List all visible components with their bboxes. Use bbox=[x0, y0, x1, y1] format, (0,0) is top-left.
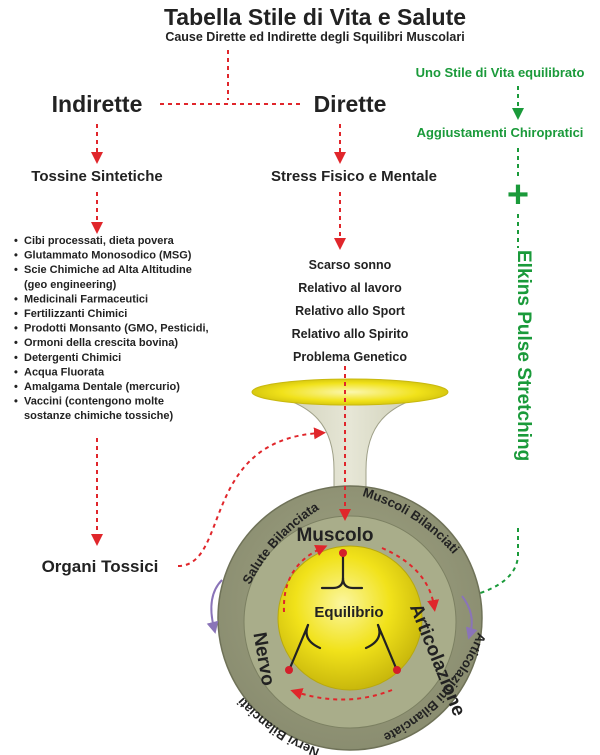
chiropractic-label: Aggiustamenti Chiropratici bbox=[417, 125, 584, 140]
toxin-bullet-4: • bbox=[14, 308, 18, 320]
toxin-bullet-3: • bbox=[14, 293, 18, 305]
node-muscle bbox=[339, 549, 347, 557]
toxin-item-5-line-0: Prodotti Monsanto (GMO, Pesticidi, bbox=[24, 323, 209, 335]
cycle-arrows bbox=[282, 544, 439, 701]
toxin-bullet-2: • bbox=[14, 264, 18, 276]
toxin-item-2-line-0: Scie Chimiche ad Alta Altitudine bbox=[24, 264, 192, 276]
stress-item-1: Relativo al lavoro bbox=[298, 281, 402, 295]
toxin-item-7-line-0: Detergenti Chimici bbox=[24, 352, 121, 364]
branch-indirect: Indirette bbox=[52, 91, 143, 117]
toxin-item-2-line-1: (geo engineering) bbox=[24, 279, 117, 291]
toxin-item-10-line-1: sostanze chimiche tossiche) bbox=[24, 410, 173, 422]
funnel-top bbox=[251, 378, 449, 406]
node-nerve bbox=[285, 666, 293, 674]
stress-item-2: Relativo allo Sport bbox=[295, 304, 406, 318]
top-connectors bbox=[160, 50, 300, 105]
toxin-item-4-line-0: Fertilizzanti Chimici bbox=[24, 308, 127, 320]
stress-item-3: Relativo allo Spirito bbox=[292, 327, 409, 341]
tri-spokes bbox=[288, 553, 398, 670]
branch-direct: Dirette bbox=[314, 91, 387, 117]
toxin-bullet-7: • bbox=[14, 352, 18, 364]
muscle-label: Muscolo bbox=[296, 525, 373, 546]
balanced-lifestyle-label: Uno Stile di Vita equilibrato bbox=[416, 65, 585, 80]
node-joint bbox=[393, 666, 401, 674]
toxins-heading: Tossine Sintetiche bbox=[31, 168, 162, 185]
toxin-item-0-line-0: Cibi processati, dieta povera bbox=[24, 235, 175, 247]
outer-cycle-arrows bbox=[206, 579, 478, 640]
stress-item-0: Scarso sonno bbox=[309, 258, 392, 272]
toxin-bullet-8: • bbox=[14, 366, 18, 378]
arrow-organs-into-funnel bbox=[177, 427, 326, 567]
plus-sign: + bbox=[507, 174, 529, 216]
toxin-bullet-6: • bbox=[14, 337, 18, 349]
balance-label: Equilibrio bbox=[314, 604, 383, 621]
toxin-item-8-line-0: Acqua Fluorata bbox=[24, 366, 105, 378]
toxin-list: • Cibi processati, dieta povera • Glutammat… bbox=[14, 235, 209, 422]
elkins-pulse-stretching-label: Elkins Pulse Stretching bbox=[513, 250, 534, 461]
balance-center bbox=[277, 545, 423, 691]
toxin-bullet-5: • bbox=[14, 323, 18, 335]
toxin-bullet-0: • bbox=[14, 235, 18, 247]
stress-item-4: Problema Genetico bbox=[293, 350, 407, 364]
toxin-bullet-1: • bbox=[14, 250, 18, 262]
toxin-bullet-10: • bbox=[14, 396, 18, 408]
toxic-organs-label: Organi Tossici bbox=[42, 557, 159, 576]
toxin-bullet-9: • bbox=[14, 381, 18, 393]
toxin-item-3-line-0: Medicinali Farmaceutici bbox=[24, 293, 148, 305]
toxin-item-1-line-0: Glutammato Monosodico (MSG) bbox=[24, 250, 192, 262]
toxin-item-9-line-0: Amalgama Dentale (mercurio) bbox=[24, 381, 180, 393]
stress-heading: Stress Fisico e Mentale bbox=[271, 168, 437, 185]
page-subtitle: Cause Dirette ed Indirette degli Squilib… bbox=[165, 30, 464, 44]
toxin-item-10-line-0: Vaccini (contengono molte bbox=[24, 396, 164, 408]
toxin-item-6-line-0: Ormoni della crescita bovina) bbox=[24, 337, 178, 349]
page-title: Tabella Stile di Vita e Salute bbox=[164, 4, 466, 30]
